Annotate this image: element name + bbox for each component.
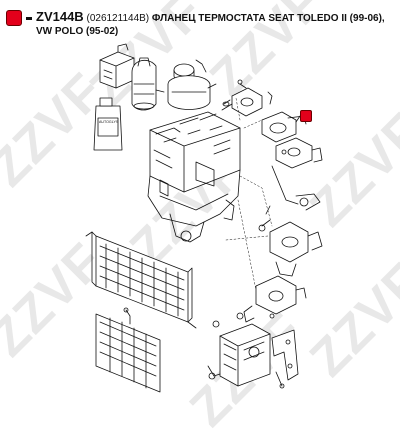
mounting-bracket — [271, 329, 299, 389]
engine-block — [147, 111, 241, 243]
part-description: ФЛАНЕЦ ТЕРМОСТАТА SEAT TOLEDO II (99-06)… — [151, 13, 385, 24]
water-outlet — [236, 275, 307, 323]
antifreeze-label: AUTOGLYS — [99, 120, 119, 124]
brand-badge — [6, 10, 22, 26]
part-code: ZV144B — [36, 9, 84, 24]
coolant-tank — [167, 59, 217, 110]
expansion-tank — [131, 57, 165, 111]
product-title: ZV144B (026121144B) ФЛАНЕЦ ТЕРМОСТАТА SE… — [36, 10, 385, 25]
antifreeze-bottle — [93, 97, 123, 151]
radiator — [85, 231, 197, 329]
thermostat-housing — [275, 137, 323, 169]
product-header: ZV144B (026121144B) ФЛАНЕЦ ТЕРМОСТАТА SE… — [0, 0, 400, 42]
assembly-guide-lines — [225, 97, 273, 291]
condenser — [95, 307, 161, 393]
part-description-line2: VW POLO (95-02) — [36, 26, 119, 37]
water-flange — [258, 205, 323, 277]
coolant-canister — [99, 43, 135, 89]
thermostat-flange-parts — [221, 79, 273, 117]
highlighted-part-marker — [300, 110, 312, 122]
coolant-pipe — [271, 165, 321, 211]
exploded-parts-diagram: AUTOGLYS — [85, 43, 323, 393]
title-dash — [26, 17, 32, 20]
oem-code: (026121144B) — [86, 13, 150, 24]
oil-cooler — [207, 320, 271, 387]
